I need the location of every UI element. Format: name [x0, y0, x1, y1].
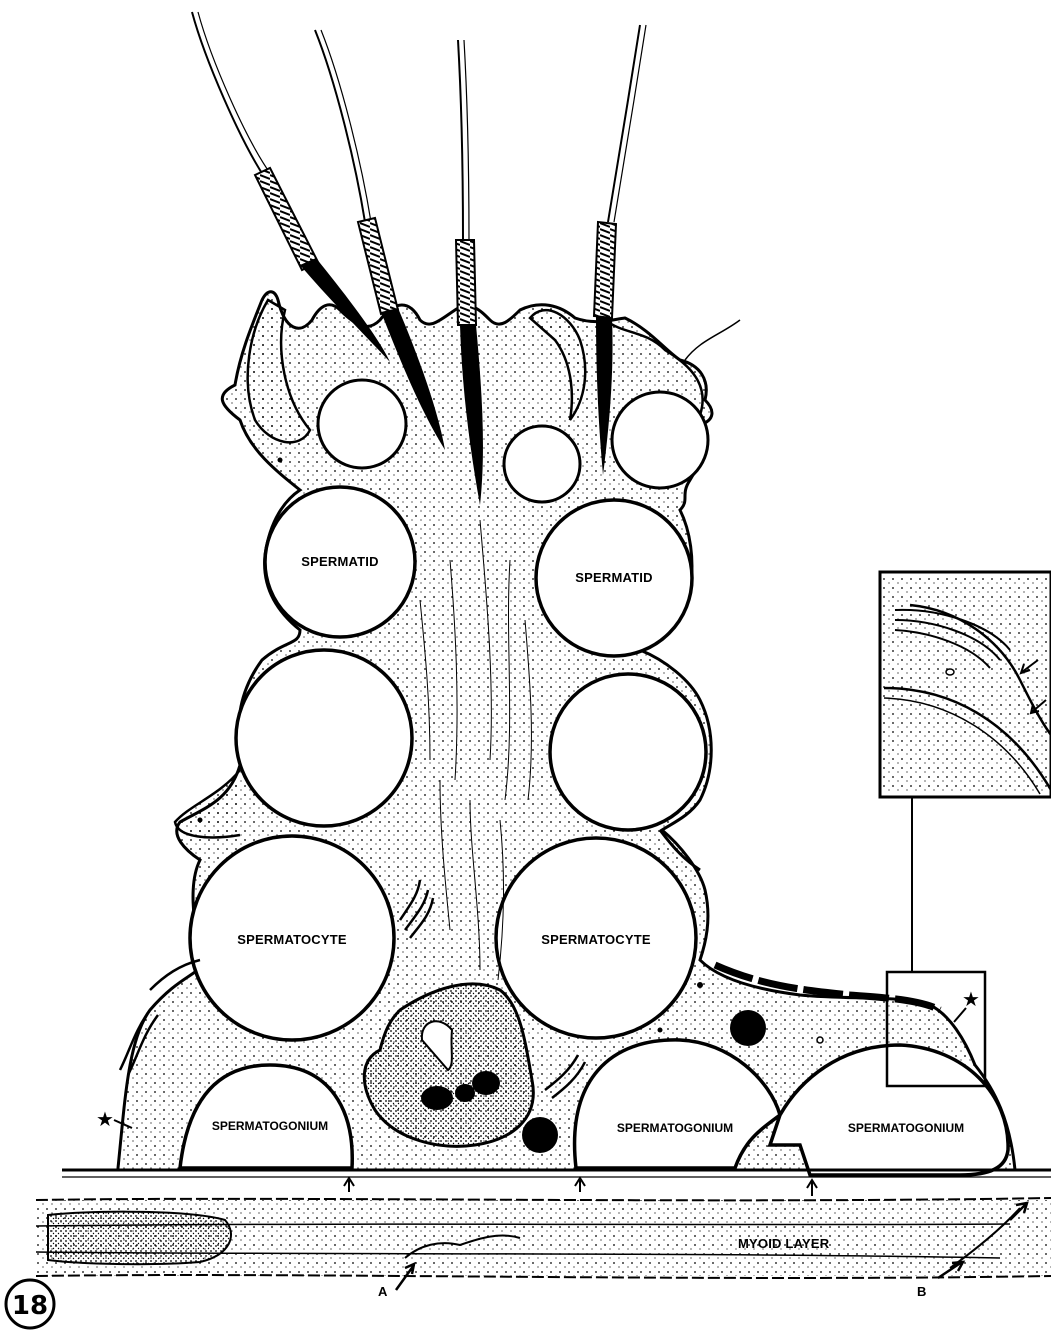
small-spermatid — [318, 380, 406, 468]
myoid-boundary — [36, 1198, 1051, 1200]
flagellum — [614, 25, 646, 222]
middle-piece — [255, 168, 318, 270]
middle-piece — [594, 222, 616, 318]
arrow-b-label: B — [917, 1284, 927, 1299]
arrow-up-icon — [575, 1178, 585, 1192]
arrow-up-icon — [807, 1180, 817, 1196]
inset-vesicle — [946, 669, 954, 675]
lipid-droplet — [522, 1117, 558, 1153]
spermatocyte-label: SPERMATOCYTE — [237, 932, 347, 947]
middle-piece — [456, 240, 476, 325]
vesicle — [697, 982, 703, 988]
spermatid-label: SPERMATID — [301, 554, 378, 569]
spermatid-mid-left — [236, 650, 412, 826]
lipid-droplet — [730, 1010, 766, 1046]
small-spermatid — [612, 392, 708, 488]
flagellum — [315, 30, 365, 222]
flagellum — [464, 40, 469, 240]
vesicle — [278, 458, 283, 463]
star-pointer-icon — [954, 1008, 966, 1022]
spermatogonium-label: SPERMATOGONIUM — [617, 1121, 733, 1135]
nucleolus — [455, 1084, 475, 1102]
spermatogonium-label: SPERMATOGONIUM — [848, 1121, 964, 1135]
myoid-nucleus — [48, 1212, 231, 1264]
star-icon: ★ — [962, 989, 980, 1011]
arrow-a-label: A — [378, 1284, 388, 1299]
vesicle — [198, 818, 203, 823]
basal-layers: MYOID LAYER — [36, 1170, 1051, 1278]
spermatocyte-label: SPERMATOCYTE — [541, 932, 651, 947]
nucleolus — [421, 1086, 453, 1110]
figure-number: 18 — [12, 1291, 48, 1321]
myoid-layer-label: MYOID LAYER — [738, 1236, 830, 1251]
lateral-process-left — [175, 770, 240, 837]
vesicle — [658, 1028, 663, 1033]
figure-number-badge: 18 — [6, 1280, 54, 1328]
vesicle — [817, 1037, 823, 1043]
apical-tail — [685, 320, 740, 360]
flagellum — [608, 25, 640, 222]
flagellum — [458, 40, 463, 240]
inset-cytoplasm — [883, 576, 1051, 794]
spermatogonium-label: SPERMATOGONIUM — [212, 1119, 328, 1133]
star-icon: ★ — [96, 1109, 114, 1131]
flagellum — [321, 30, 371, 222]
flagellum — [198, 12, 272, 176]
spermatid-mid-right — [550, 674, 706, 830]
middle-piece — [358, 218, 398, 314]
arrow-up-icon — [344, 1178, 354, 1192]
small-spermatid — [504, 426, 580, 502]
nucleolus — [472, 1071, 500, 1095]
spermatid-label: SPERMATID — [575, 570, 652, 585]
